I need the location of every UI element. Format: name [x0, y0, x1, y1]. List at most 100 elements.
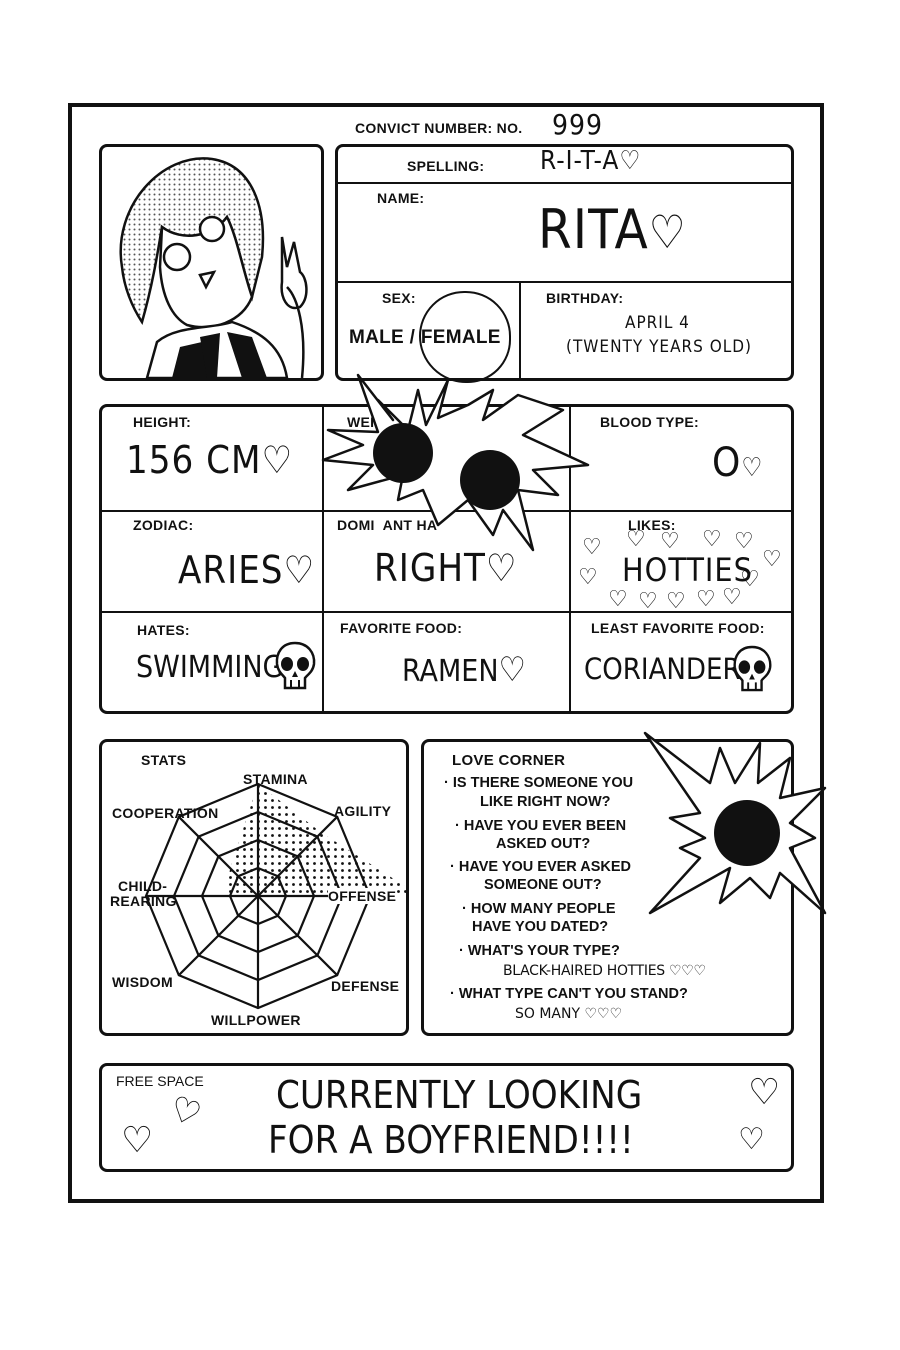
love-q3-line1: · HAVE YOU EVER ASKED [450, 859, 632, 875]
love-q5: · WHAT'S YOUR TYPE? [459, 943, 620, 959]
hates-label: HATES: [137, 622, 190, 638]
height-label: HEIGHT: [133, 414, 192, 430]
stats-axis-child-line2: REARING [110, 893, 177, 909]
love-corner-panel [421, 739, 794, 1036]
love-q1-line2: LIKE RIGHT NOW? [480, 794, 611, 810]
free-space-line1: CURRENTLY LOOKING [276, 1073, 643, 1117]
height-text: 156 CM [126, 438, 262, 482]
heart-icon: ♡ [626, 527, 646, 552]
love-q4-line2: HAVE YOU DATED? [472, 919, 609, 935]
sex-label: SEX: [382, 290, 416, 306]
heart-icon: ♡ [121, 1120, 154, 1161]
love-q2-line1: · HAVE YOU EVER BEEN [455, 818, 627, 834]
stats-panel [99, 739, 409, 1036]
stats-grid-spoke [257, 816, 338, 897]
favorite-food-value: RAMEN♡ [402, 650, 526, 690]
name-text: RITA [538, 198, 649, 261]
heart-icon: ♡ [696, 587, 716, 612]
heart-icon: ♡ [582, 535, 602, 560]
love-a6: SO MANY ♡♡♡ [515, 1006, 623, 1022]
heart-icon: ♡ [578, 565, 598, 590]
heart-icon: ♡ [740, 567, 760, 592]
heart-icon: ♡ [498, 650, 526, 690]
likes-value: HOTTIES [622, 551, 753, 589]
convict-number-label: CONVICT NUMBER: NO. [355, 120, 523, 136]
height-value: 156 CM♡ [126, 438, 293, 482]
heart-icon: ♡ [666, 589, 686, 612]
stats-axis-child-rearing: CHILD- REARING [110, 879, 177, 909]
love-q3-line2: SOMEONE OUT? [484, 877, 602, 893]
identity-block [335, 144, 794, 381]
stats-axis-stamina: STAMINA [243, 771, 308, 787]
birthday-line2: (TWENTY YEARS OLD) [566, 337, 753, 357]
zodiac-label: ZODIAC: [133, 517, 194, 533]
sex-male: MALE [349, 327, 405, 348]
birthday-label: BIRTHDAY: [546, 290, 624, 306]
heart-icon: ♡ [734, 529, 754, 554]
favorite-food-text: RAMEN [402, 654, 499, 689]
stats-axis-willpower: WILLPOWER [211, 1012, 301, 1028]
stats-title: STATS [141, 752, 187, 768]
love-corner-title: LOVE CORNER [452, 752, 566, 769]
name-label: NAME: [377, 190, 425, 206]
heart-icon: ♡ [261, 438, 294, 482]
profile-sheet-frame [68, 103, 824, 1203]
name-value: RITA♡ [538, 198, 687, 261]
portrait-frame [99, 144, 324, 381]
least-favorite-food-value: CORIANDER [584, 652, 741, 686]
stats-value-area [224, 784, 407, 896]
stats-axis-cooperation: COOPERATION [112, 805, 219, 821]
stats-axis-defense: DEFENSE [331, 978, 400, 994]
free-space-panel [99, 1063, 794, 1172]
female-circle-mark [419, 291, 511, 383]
stats-axis-agility: AGILITY [334, 803, 392, 819]
free-space-label: FREE SPACE [116, 1073, 204, 1089]
love-q6: · WHAT TYPE CAN'T YOU STAND? [450, 986, 688, 1002]
heart-icon: ♡ [638, 589, 658, 612]
spelling-label: SPELLING: [407, 158, 485, 174]
spelling-value: R-I-T-A♡ [540, 146, 642, 176]
hates-value: SWIMMING [136, 650, 284, 685]
heart-icon: ♡ [722, 585, 742, 610]
blood-type-label: BLOOD TYPE: [600, 414, 699, 430]
portrait [119, 157, 308, 378]
skull-icon [733, 645, 772, 692]
heart-icon: ♡ [738, 1122, 765, 1157]
favorite-food-label: FAVORITE FOOD: [340, 620, 463, 636]
heart-icon: ♡ [485, 546, 518, 590]
dominant-hand-label: DOMI ANT HA [337, 517, 438, 533]
dominant-hand-text: RIGHT [374, 546, 486, 590]
attributes-grid [99, 404, 794, 714]
least-favorite-food-label: LEAST FAVORITE FOOD: [591, 620, 765, 636]
love-a5: BLACK-HAIRED HOTTIES ♡♡♡ [503, 963, 706, 979]
heart-icon: ♡ [660, 529, 680, 554]
bullet-hole-icon [321, 373, 590, 552]
blood-type-value: O♡ [712, 440, 763, 486]
zodiac-value: ARIES♡ [178, 548, 315, 592]
sex-separator: / [409, 327, 416, 348]
heart-icon: ♡ [702, 527, 722, 552]
heart-icon: ♡ [762, 547, 782, 572]
heart-icon: ♡ [748, 1072, 781, 1113]
free-space-line2: FOR A BOYFRIEND!!!! [268, 1118, 634, 1162]
heart-icon: ♡ [648, 205, 687, 259]
stats-axis-offense: OFFENSE [328, 888, 397, 904]
love-q4-line1: · HOW MANY PEOPLE [462, 901, 616, 917]
heart-icon: ♡ [741, 453, 764, 483]
likes-label: LIKES: [628, 517, 676, 533]
stats-grid-spoke [178, 816, 259, 897]
skull-icon [275, 641, 316, 690]
love-q1-line1: · IS THERE SOMEONE YOU [444, 775, 634, 791]
love-q2-line2: ASKED OUT? [496, 836, 591, 852]
stats-grid-spoke [178, 895, 259, 976]
stats-grid-spoke [257, 895, 338, 976]
weight-label: WEI [347, 414, 375, 430]
birthday-line1: APRIL 4 [625, 313, 690, 333]
heart-icon: ♡ [283, 548, 316, 592]
dominant-hand-value: RIGHT♡ [374, 546, 518, 590]
stats-axis-wisdom: WISDOM [112, 974, 173, 990]
bullet-hole-icon [643, 731, 827, 915]
convict-number-value: 999 [552, 108, 604, 141]
zodiac-text: ARIES [178, 548, 284, 592]
heart-icon: ♡ [608, 587, 628, 612]
